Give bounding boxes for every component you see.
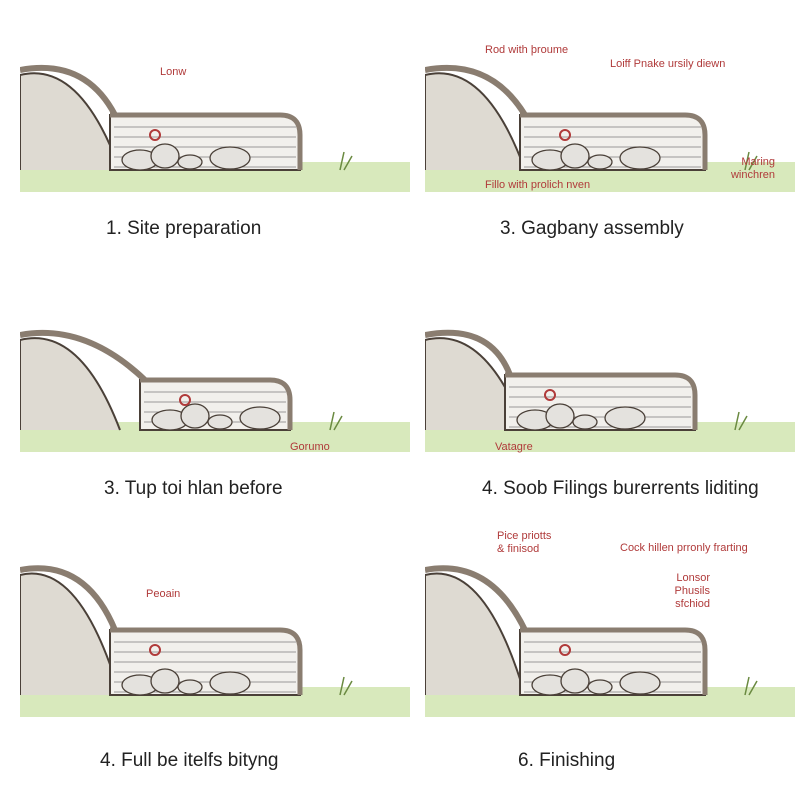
stone <box>180 403 210 429</box>
note-label: Loiff Pnake ursily diewn <box>610 58 726 70</box>
stone <box>619 146 661 170</box>
culvert-illustration <box>425 329 795 452</box>
stone <box>587 679 613 695</box>
stone <box>209 671 251 695</box>
stone <box>560 143 590 169</box>
stone <box>239 406 281 430</box>
stone <box>150 668 180 694</box>
culvert-lid <box>110 627 303 695</box>
stone <box>545 403 575 429</box>
panel-finishing: Pice priotts & finisod Cock hillen prron… <box>425 530 800 780</box>
earth-bank <box>20 572 121 696</box>
culvert-lid <box>140 377 293 430</box>
bank-edge <box>20 64 118 117</box>
earth-bank <box>425 72 526 171</box>
panel-assembly: Rod with þroume Loiff Pnake ursily diewn… <box>425 30 800 280</box>
note-label: Peoain <box>146 588 181 600</box>
culvert-lid <box>520 112 708 170</box>
earth-bank <box>20 72 121 171</box>
culvert-illustration <box>20 64 410 192</box>
marker <box>559 129 571 141</box>
panel-full-fill: Peoain 4. Full be itelfs bityng <box>20 530 410 780</box>
grass-tuft <box>744 676 758 696</box>
note-label: Rod with þroume <box>485 44 569 56</box>
culvert-lid <box>110 112 303 170</box>
stone <box>177 154 203 170</box>
note-label: Lonw <box>160 66 187 78</box>
stone <box>209 146 251 170</box>
culvert-illustration <box>425 565 795 717</box>
note-label: Pice priotts & finisod <box>497 530 552 555</box>
bank-edge <box>425 329 513 377</box>
culvert-lid <box>505 372 698 430</box>
panel-site-preparation: Lonw 1. Site preparation <box>20 30 410 280</box>
marker <box>544 389 556 401</box>
panel-filings: Vatagre 4. Soob Filings burerrents lidit… <box>425 295 800 545</box>
earth-bank <box>20 337 121 431</box>
step-caption: 3. Gagbany assembly <box>500 218 684 239</box>
earth-bank <box>425 572 526 696</box>
bank-edge <box>20 329 148 383</box>
step-caption: 6. Finishing <box>518 750 616 771</box>
stone <box>560 668 590 694</box>
bank-edge <box>425 565 528 632</box>
grass-tuft <box>734 411 748 431</box>
culvert-illustration <box>20 565 410 717</box>
step-caption: 3. Tup toi hlan before <box>104 478 283 499</box>
grass-tuft <box>744 151 758 171</box>
stone <box>572 414 598 430</box>
stone <box>207 414 233 430</box>
culvert-lid <box>520 627 708 695</box>
marker <box>559 644 571 656</box>
stone <box>150 143 180 169</box>
note-label: Gorumo <box>290 441 330 453</box>
grass-tuft <box>339 151 353 171</box>
culvert-illustration <box>425 64 795 192</box>
stone <box>587 154 613 170</box>
note-label: Cock hillen prronly frarting <box>620 542 748 554</box>
step-caption: 1. Site preparation <box>106 218 262 239</box>
grass-tuft <box>329 411 343 431</box>
note-label: Maring winchren <box>730 156 775 181</box>
marker <box>149 129 161 141</box>
bank-edge <box>20 565 118 632</box>
bank-edge <box>425 64 528 117</box>
step-caption: 4. Soob Filings burerrents liditing <box>482 478 759 499</box>
marker <box>179 394 191 406</box>
culvert-illustration <box>20 329 410 452</box>
marker <box>149 644 161 656</box>
step-caption: 4. Full be itelfs bityng <box>100 750 279 771</box>
note-label: Fillo with prolich nven <box>485 179 591 191</box>
note-label: Vatagre <box>495 441 533 453</box>
grass-tuft <box>339 676 353 696</box>
stone <box>619 671 661 695</box>
panel-before: Gorumo 3. Tup toi hlan before <box>20 295 410 545</box>
note-label: Lonsor Phusils sfchiod <box>674 572 710 610</box>
stone <box>604 406 646 430</box>
stone <box>177 679 203 695</box>
